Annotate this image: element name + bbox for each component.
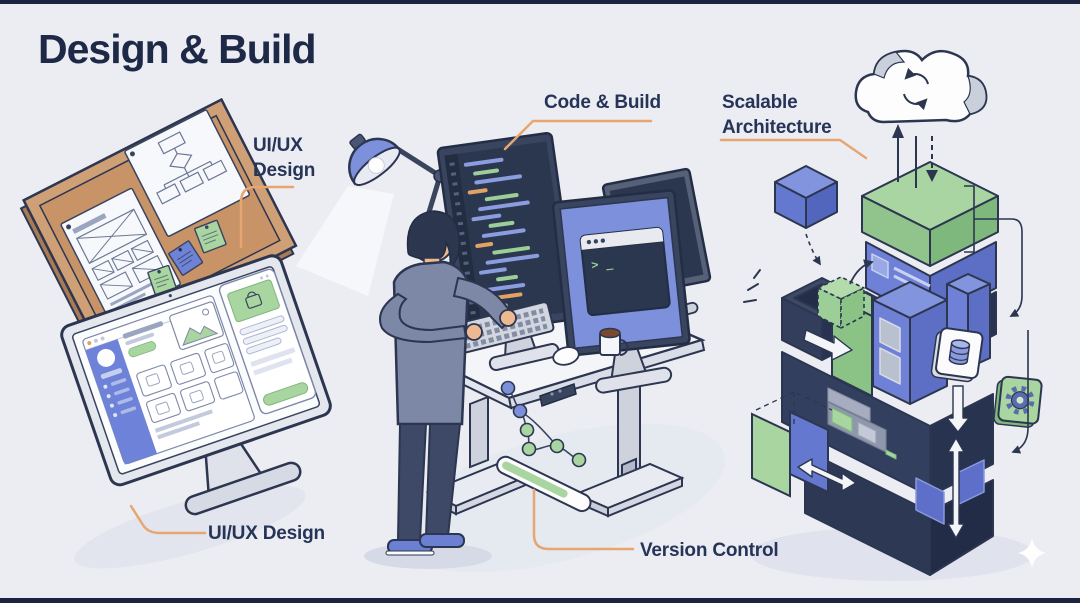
- image-placeholder: [169, 301, 224, 351]
- flowchart-paper: [124, 109, 250, 237]
- callout-code-build: [503, 119, 653, 151]
- callout-version: [532, 488, 635, 551]
- blue-cube: [774, 165, 838, 229]
- arrow-right: [803, 329, 853, 361]
- label-version-control: Version Control: [640, 540, 779, 561]
- connector-lines: [964, 185, 1029, 454]
- person-right-hand: [499, 309, 517, 327]
- git-node-green: [521, 441, 537, 457]
- git-node-blue: [500, 380, 516, 396]
- person: [379, 210, 517, 556]
- code-lines: [463, 157, 540, 311]
- person-hair: [406, 210, 460, 269]
- terminal-prompt-text: > _: [591, 256, 615, 273]
- arrow-down-from-db: [946, 385, 970, 433]
- top-border-bar: [0, 0, 1080, 4]
- wireframe-paper: [60, 187, 181, 321]
- sparkle-icon: [1018, 538, 1046, 568]
- label-code-build: Code & Build: [544, 92, 661, 113]
- gear-tile: [993, 375, 1043, 428]
- green-ghost-cube: [817, 276, 865, 329]
- corkboard: [19, 97, 298, 356]
- mockup-cards: [136, 343, 244, 423]
- lamp-light-beam: [296, 186, 394, 296]
- person-left-hand: [465, 323, 483, 341]
- git-branch-graph: [500, 380, 587, 468]
- callout-uiux-top: [239, 185, 295, 249]
- label-uiux-design-monitor: UI/UX Design: [208, 523, 325, 544]
- database-icon: [948, 339, 971, 365]
- git-node-blue: [512, 403, 528, 419]
- cloud-sync-icon: [903, 67, 929, 111]
- sticky-note-green-2: [194, 219, 227, 254]
- terminal-window: > _: [579, 226, 671, 317]
- arrow-double-horizontal: [797, 458, 857, 492]
- mountain-icon: [182, 325, 219, 346]
- terminal-monitor: > _: [551, 189, 691, 394]
- callout-lines: [129, 119, 868, 551]
- bottom-border-bar: [0, 598, 1080, 603]
- coffee-mug: [599, 327, 629, 356]
- arrow-double-vertical: [947, 437, 965, 539]
- bag-icon: [245, 291, 263, 309]
- progress-bar: [496, 455, 592, 513]
- cloud-deploy-arrows: [892, 124, 938, 188]
- person-right-arm: [452, 276, 516, 330]
- uiux-monitor: [60, 254, 332, 516]
- mockup-avatar: [97, 348, 116, 367]
- desk-control-panel: [539, 383, 577, 407]
- browser-mockup: [82, 295, 255, 465]
- person-left-arm: [379, 292, 468, 344]
- callout-uiux-bottom: [129, 504, 207, 535]
- mouse: [552, 346, 580, 366]
- page-title: Design & Build: [38, 26, 317, 72]
- git-node-green: [571, 452, 587, 468]
- git-node-green: [519, 422, 535, 438]
- emphasis-dashes: [743, 269, 761, 303]
- cloud: [854, 49, 988, 124]
- git-node-green: [549, 438, 565, 454]
- arch-lower-cluster: [781, 273, 994, 576]
- mockup-detail-panel: [218, 268, 317, 415]
- label-scalable-architecture: Scalable Architecture: [722, 92, 832, 138]
- label-uiux-design-board: UI/UX Design: [253, 135, 316, 181]
- person-leg-left: [396, 423, 428, 541]
- database-card: [930, 327, 984, 383]
- curved-up-arrow: [849, 259, 874, 285]
- flow-arrows-white: [797, 329, 970, 539]
- sticky-note-blue: [168, 240, 204, 276]
- callout-architecture: [719, 138, 868, 160]
- dashed-drop-arrow: [805, 233, 821, 266]
- person-shoe-right: [419, 533, 465, 548]
- monitor-stand-base: [184, 461, 302, 516]
